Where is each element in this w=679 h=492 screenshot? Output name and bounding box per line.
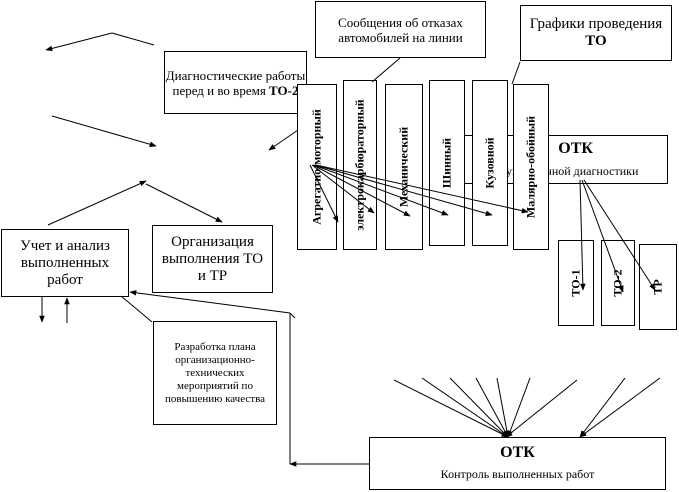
accounting-box: Учет и анализ выполненных работ: [1, 229, 129, 297]
workshop-electro-carburetor: электрокарбюраторный: [343, 80, 377, 250]
workshop-label: Агрегатно-моторный: [309, 109, 324, 225]
quality-plan-box: Разработка плана организационно-техничес…: [153, 321, 277, 425]
service-to1-box: ТО-1: [558, 240, 594, 326]
workshop-label: Шинный: [439, 137, 454, 189]
organization-box: Организация выполнения ТО и ТР: [152, 225, 273, 293]
workshop-mechanical: Механический: [385, 84, 423, 250]
diagnostic-works-text: Диагностические работы перед и во время …: [165, 67, 306, 98]
schedule-text: Графики проведения ТО: [529, 16, 663, 49]
failure-reports-box: Сообщения об отказах автомобилей на лини…: [315, 1, 486, 58]
service-label: ТО-1: [568, 269, 583, 297]
otk-control-title: ОТК: [500, 444, 535, 461]
workshop-aggregate-motor: Агрегатно-моторный: [297, 84, 337, 250]
workshop-tire: Шинный: [429, 80, 465, 246]
otk-control-subtitle: Контроль выполненных работ: [440, 467, 595, 481]
workshop-label: Малярно-обойный: [523, 115, 538, 219]
workshop-label: Механический: [396, 126, 411, 208]
workshop-label: электрокарбюраторный: [352, 99, 367, 231]
service-tr-box: ТР: [639, 244, 677, 330]
workshop-label: Кузовной: [482, 137, 497, 189]
accounting-text: Учет и анализ выполненных работ: [20, 237, 110, 288]
otk-diagnostics-title: ОТК: [558, 140, 593, 157]
diagnostic-works-box: Диагностические работы перед и во время …: [164, 51, 307, 114]
service-label: ТО-2: [610, 269, 625, 297]
service-label: ТР: [650, 279, 665, 295]
workshop-body: Кузовной: [472, 80, 508, 246]
workshop-painting-upholstery: Малярно-обойный: [513, 84, 549, 250]
otk-control-box: ОТК Контроль выполненных работ: [369, 437, 666, 490]
quality-plan-text: Разработка плана организационно-техничес…: [165, 340, 265, 405]
schedule-box: Графики проведения ТО: [520, 5, 672, 61]
failure-reports-text: Сообщения об отказах автомобилей на лини…: [338, 14, 463, 45]
service-to2-box: ТО-2: [601, 240, 635, 326]
organization-text: Организация выполнения ТО и ТР: [161, 233, 264, 284]
